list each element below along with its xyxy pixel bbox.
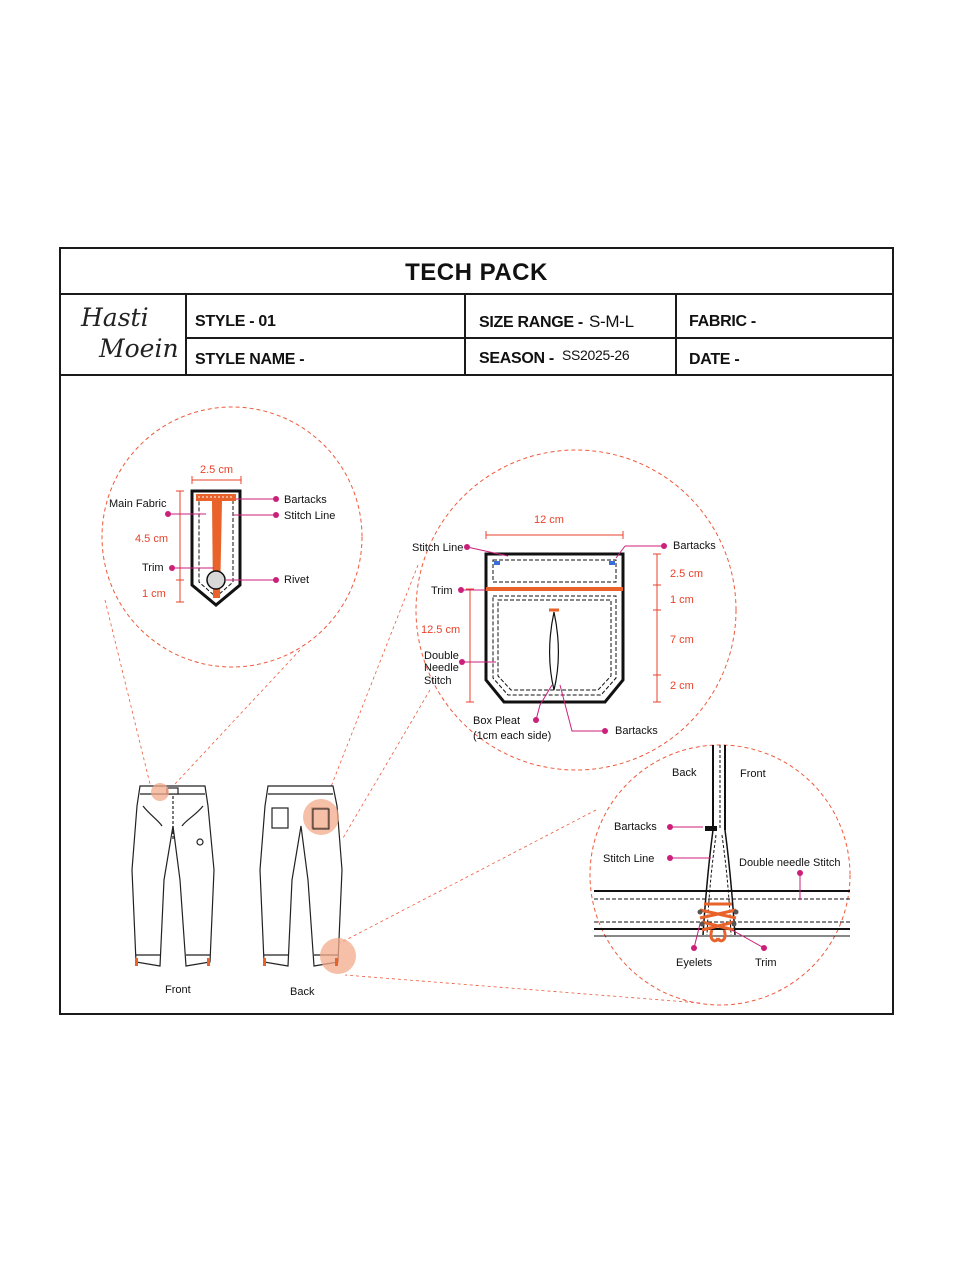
tech-pack-sheet: TECH PACK Hasti Moein STYLE - 01 STYLE N… bbox=[59, 247, 894, 1015]
pocket-box-pleat-1: Box Pleat bbox=[473, 715, 520, 727]
fabric-field: FABRIC - bbox=[689, 313, 756, 330]
date-field: DATE - bbox=[689, 351, 740, 368]
pocket-stitch-line-label: Stitch Line bbox=[412, 542, 463, 554]
style-field: STYLE - 01 bbox=[195, 313, 276, 330]
style-name-field: STYLE NAME - bbox=[195, 351, 305, 368]
front-flat-sketch bbox=[131, 785, 215, 967]
front-view-label: Front bbox=[165, 984, 191, 996]
pocket-zoom-circle bbox=[415, 449, 737, 771]
col-divider-2 bbox=[675, 293, 677, 376]
page-title: TECH PACK bbox=[405, 259, 548, 286]
loop-main-fabric-label: Main Fabric bbox=[109, 498, 167, 510]
hem-eyelets-label: Eyelets bbox=[676, 957, 713, 969]
row-divider bbox=[187, 337, 892, 339]
pocket-height-dim: 12.5 cm bbox=[421, 624, 460, 636]
brand-logo-line2: Moein bbox=[99, 334, 179, 363]
season-value: SS2025-26 bbox=[561, 347, 630, 363]
pocket-dim-d: 2 cm bbox=[670, 680, 694, 692]
hem-trim-label: Trim bbox=[755, 957, 777, 969]
back-view-label: Back bbox=[290, 986, 315, 998]
logo-divider bbox=[185, 293, 187, 376]
front-loop-highlight bbox=[151, 783, 169, 801]
hem-slit-illustration bbox=[594, 745, 850, 943]
hem-double-needle-label: Double needle Stitch bbox=[739, 857, 841, 869]
pocket-width-dim: 12 cm bbox=[534, 514, 564, 526]
belt-loop-illustration bbox=[190, 489, 242, 607]
pocket-box-pleat-2: (1cm each side) bbox=[473, 730, 551, 742]
back-hem-highlight bbox=[320, 938, 356, 974]
hem-front-label: Front bbox=[740, 768, 766, 780]
loop-length-dim: 4.5 cm bbox=[135, 533, 168, 545]
brand-logo-line1: Hasti bbox=[81, 303, 149, 332]
hem-zoom-circle bbox=[589, 744, 851, 1006]
header-divider bbox=[61, 374, 892, 376]
size-range-value: S-M-L bbox=[588, 312, 634, 331]
size-range-field: SIZE RANGE - S-M-L bbox=[479, 312, 634, 332]
pocket-dim-b: 1 cm bbox=[670, 594, 694, 606]
col-divider-1 bbox=[464, 293, 466, 376]
pocket-dim-c: 7 cm bbox=[670, 634, 694, 646]
loop-trim-label: Trim bbox=[142, 562, 164, 574]
size-range-label: SIZE RANGE - bbox=[479, 314, 583, 331]
back-pocket-illustration bbox=[484, 552, 625, 704]
hem-back-label: Back bbox=[672, 767, 697, 779]
loop-tip-dim: 1 cm bbox=[142, 588, 166, 600]
loop-rivet-label: Rivet bbox=[284, 574, 309, 586]
pocket-double-needle-1: Double bbox=[424, 650, 459, 662]
season-label: SEASON - bbox=[479, 350, 554, 367]
loop-bartacks-label: Bartacks bbox=[284, 494, 327, 506]
title-divider bbox=[61, 293, 892, 295]
loop-width-dim: 2.5 cm bbox=[200, 464, 233, 476]
pocket-bartacks-top-label: Bartacks bbox=[673, 540, 716, 552]
pocket-trim-label: Trim bbox=[431, 585, 453, 597]
hem-bartacks-label: Bartacks bbox=[614, 821, 657, 833]
pocket-double-needle-2: Needle bbox=[424, 662, 459, 674]
pocket-bartacks-bottom-label: Bartacks bbox=[615, 725, 658, 737]
season-field: SEASON - SS2025-26 bbox=[479, 347, 630, 368]
pocket-double-needle-3: Stitch bbox=[424, 675, 452, 687]
belt-loop-zoom-circle bbox=[101, 406, 363, 668]
hem-stitch-line-label: Stitch Line bbox=[603, 853, 654, 865]
back-pocket-highlight bbox=[303, 799, 339, 835]
pocket-dim-a: 2.5 cm bbox=[670, 568, 703, 580]
loop-stitch-line-label: Stitch Line bbox=[284, 510, 335, 522]
